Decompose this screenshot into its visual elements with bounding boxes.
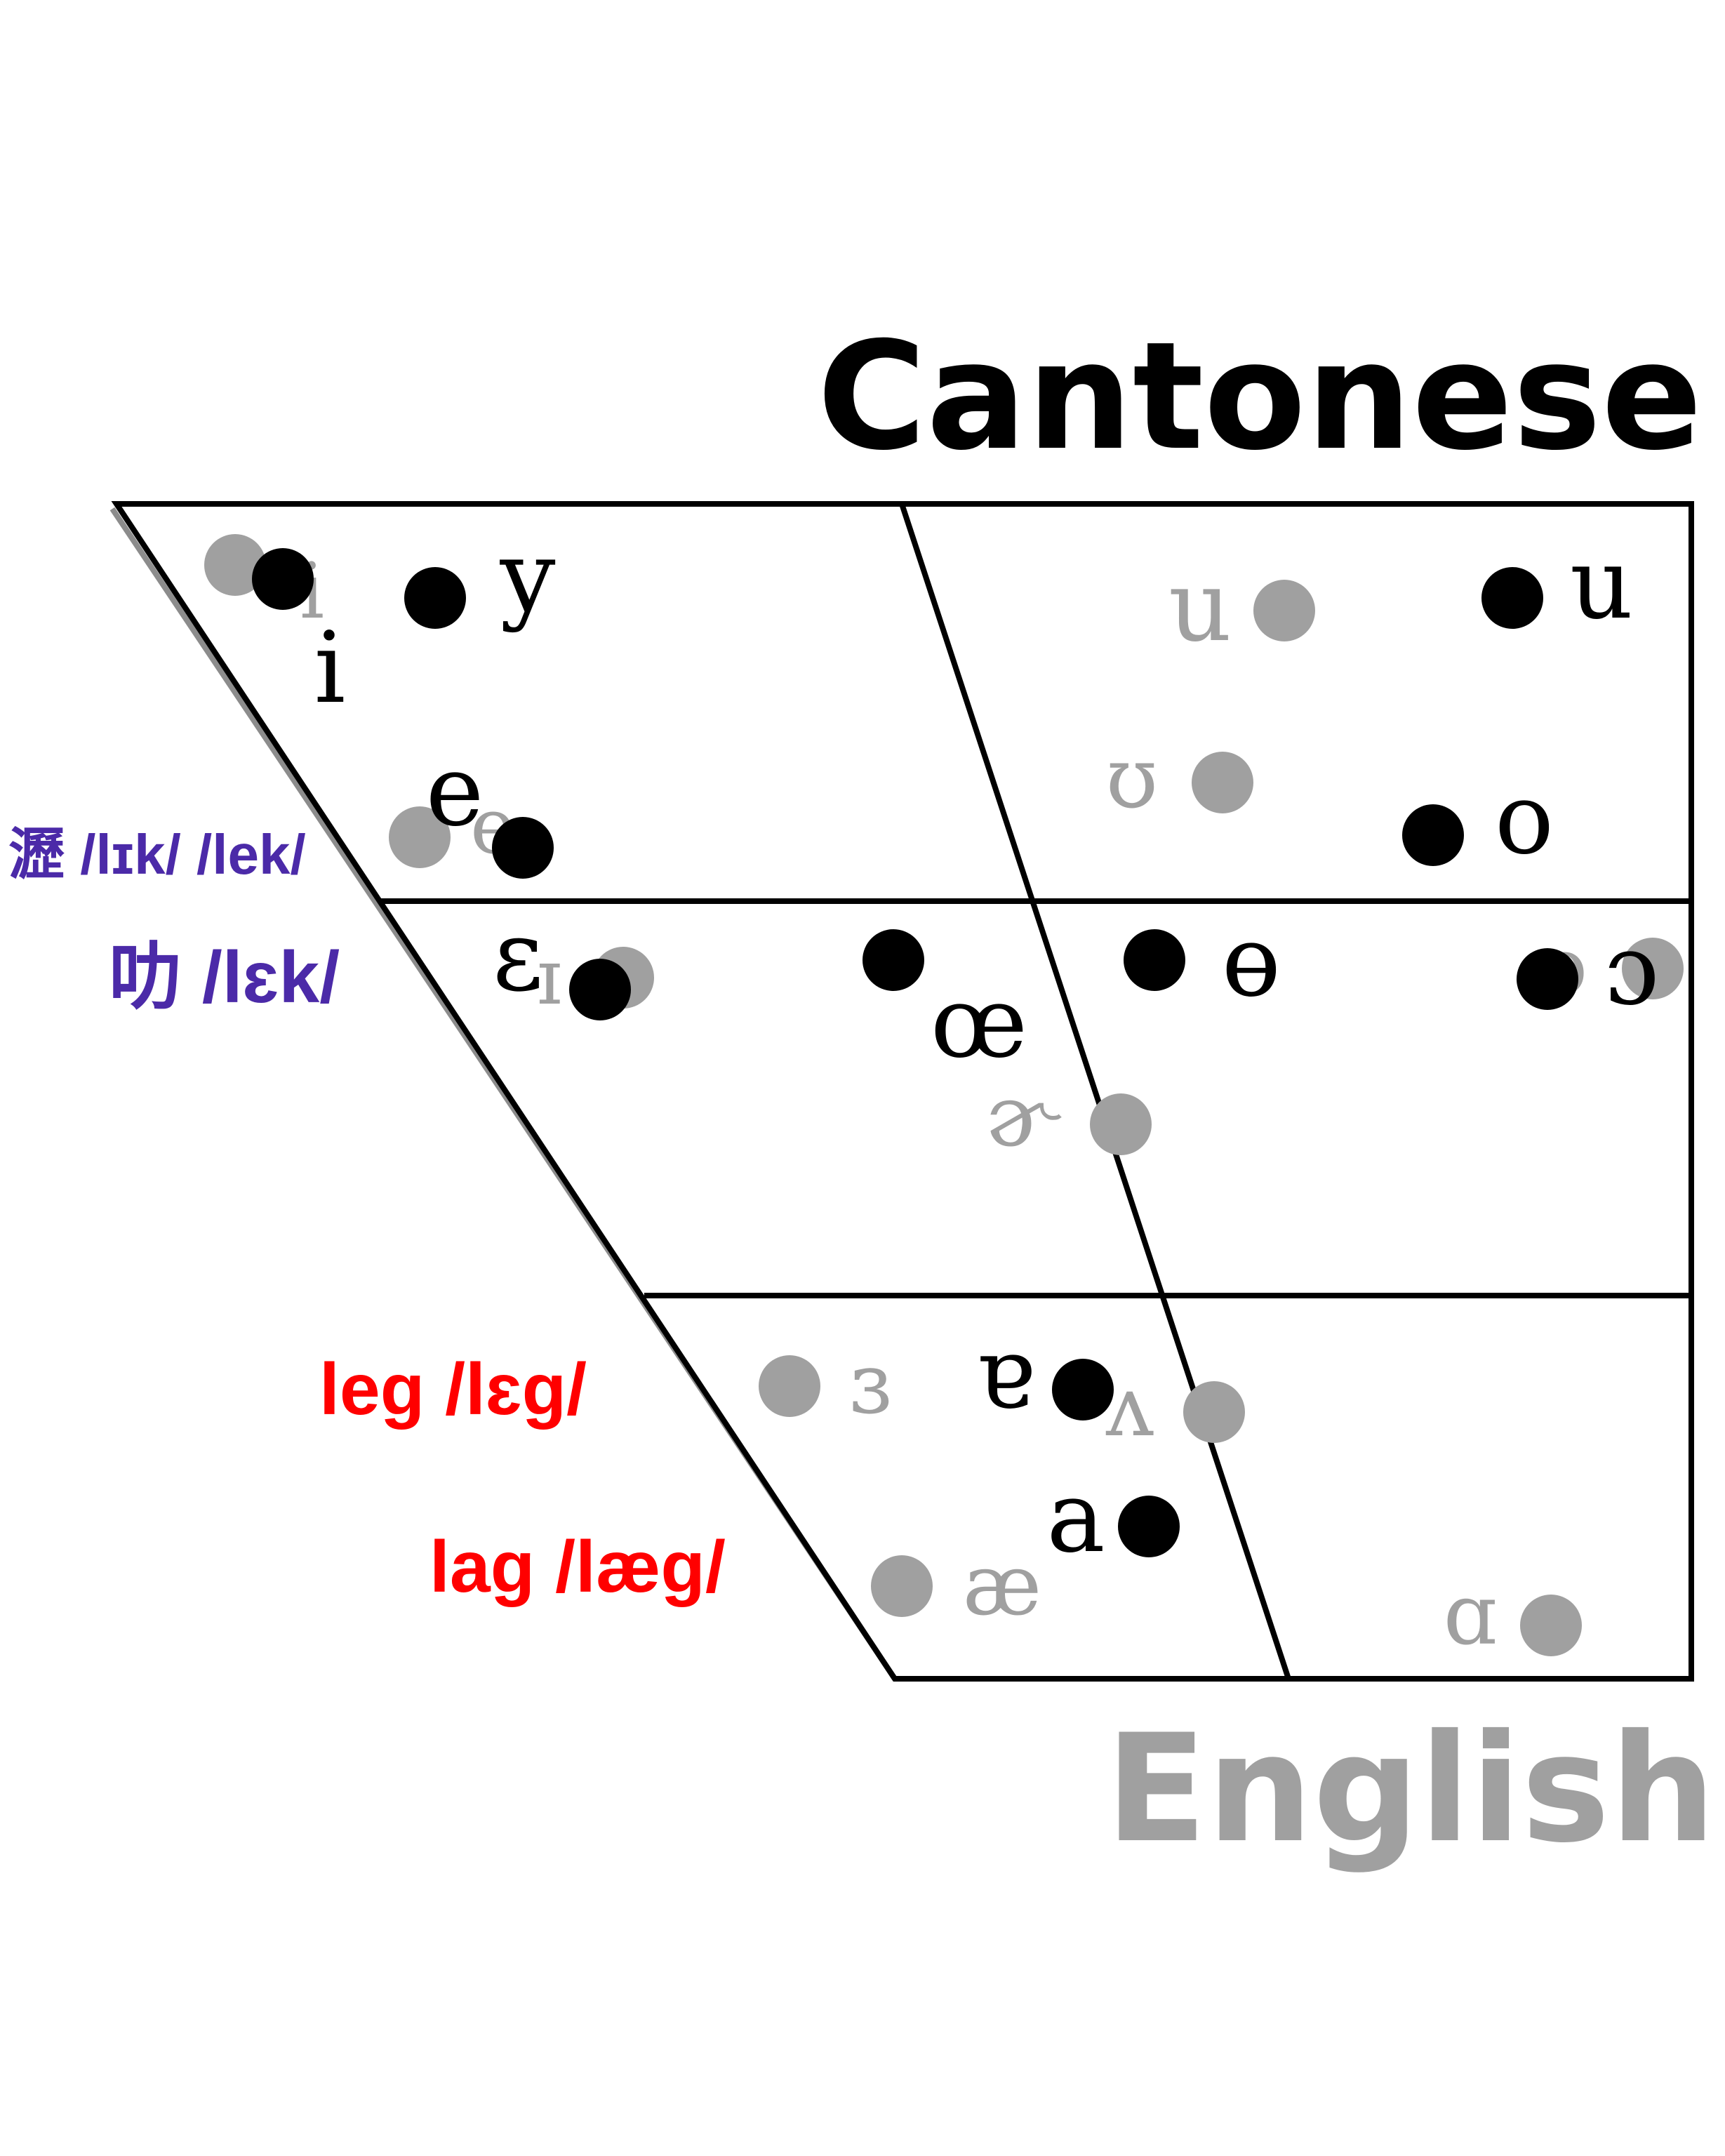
english-vowel-label-ash: æ bbox=[963, 1537, 1042, 1635]
title-cantonese: Cantonese bbox=[817, 310, 1702, 483]
english-vowel-dot-open-o bbox=[1622, 938, 1684, 999]
english-vowel-dot-schwar bbox=[1090, 1093, 1152, 1155]
annotation-leg: leg /lɛg/ bbox=[319, 1349, 587, 1430]
cantonese-vowel-label-turned-a: ɐ bbox=[975, 1317, 1034, 1431]
cantonese-vowel-dot-epsilon bbox=[569, 959, 631, 1020]
cantonese-vowel-label-open-o: ɔ bbox=[1604, 913, 1659, 1027]
english-vowel-label-u: u bbox=[1168, 550, 1232, 664]
cantonese-vowel-label-y: y bbox=[499, 520, 555, 634]
english-vowels: i u ʊ e ɪ ɔ ɚ ɜ ʌ æ ɑ bbox=[204, 534, 1684, 1664]
english-vowel-label-schwar: ɚ bbox=[985, 1068, 1062, 1166]
english-vowel-dot-upsilon bbox=[1192, 752, 1253, 813]
grid-line-central bbox=[899, 503, 1291, 1680]
cantonese-vowel-dot-barred-o bbox=[1124, 929, 1185, 991]
chart-frame bbox=[109, 501, 1694, 1682]
cantonese-vowel-label-i: i bbox=[314, 611, 346, 726]
cantonese-vowel-dot-open-o bbox=[1517, 948, 1578, 1010]
cantonese-vowel-label-u: u bbox=[1570, 527, 1633, 641]
word-annotations: 瀝 /lɪk/ /lek/ 叻 /lɛk/ leg /lɛg/ lag /læg… bbox=[8, 823, 726, 1608]
cantonese-vowel-dot-turned-a bbox=[1052, 1359, 1114, 1420]
cantonese-vowel-label-barred-o: ɵ bbox=[1222, 905, 1281, 1019]
cantonese-vowel-label-oe: œ bbox=[931, 966, 1027, 1080]
cantonese-vowel-dot-u bbox=[1481, 567, 1543, 629]
annotation-lag: lag /læg/ bbox=[429, 1526, 726, 1608]
cantonese-vowels: i y u e o ɛ œ ɵ ɔ ɐ a bbox=[252, 520, 1659, 1575]
annotation-lik-lek: 瀝 /lɪk/ /lek/ bbox=[8, 823, 306, 886]
cantonese-vowel-dot-y bbox=[404, 567, 466, 629]
english-vowel-dot-ash bbox=[871, 1555, 933, 1617]
english-vowel-dot-reversed-epsilon bbox=[759, 1355, 820, 1417]
cantonese-vowel-label-o: o bbox=[1495, 762, 1554, 877]
english-vowel-dot-e bbox=[389, 806, 451, 868]
annotation-lek: 叻 /lɛk/ bbox=[109, 937, 340, 1018]
cantonese-vowel-dot-i bbox=[252, 548, 314, 610]
english-vowel-label-upsilon: ʊ bbox=[1106, 730, 1158, 827]
cantonese-vowel-dot-a bbox=[1118, 1496, 1180, 1557]
english-vowel-dot-u bbox=[1253, 580, 1315, 641]
english-vowel-label-script-a: ɑ bbox=[1444, 1566, 1498, 1664]
title-english: English bbox=[1105, 1702, 1716, 1875]
frame-outline bbox=[111, 501, 1694, 1682]
english-vowel-label-wedge: ʌ bbox=[1105, 1358, 1154, 1456]
cantonese-vowel-label-epsilon: ɛ bbox=[493, 899, 544, 1013]
cantonese-vowel-label-e: e bbox=[426, 734, 484, 849]
cantonese-vowel-dot-oe bbox=[862, 929, 924, 991]
cantonese-vowel-dot-o bbox=[1402, 804, 1464, 866]
english-vowel-dot-script-a bbox=[1520, 1595, 1582, 1656]
english-vowel-dot-wedge bbox=[1183, 1381, 1245, 1443]
english-vowel-label-small-i: ɪ bbox=[537, 932, 561, 1022]
english-vowel-dot-i bbox=[204, 534, 266, 596]
cantonese-vowel-label-a: a bbox=[1046, 1460, 1105, 1575]
cantonese-vowel-dot-e bbox=[492, 817, 554, 879]
english-vowel-label-reversed-epsilon: ɜ bbox=[848, 1335, 891, 1432]
